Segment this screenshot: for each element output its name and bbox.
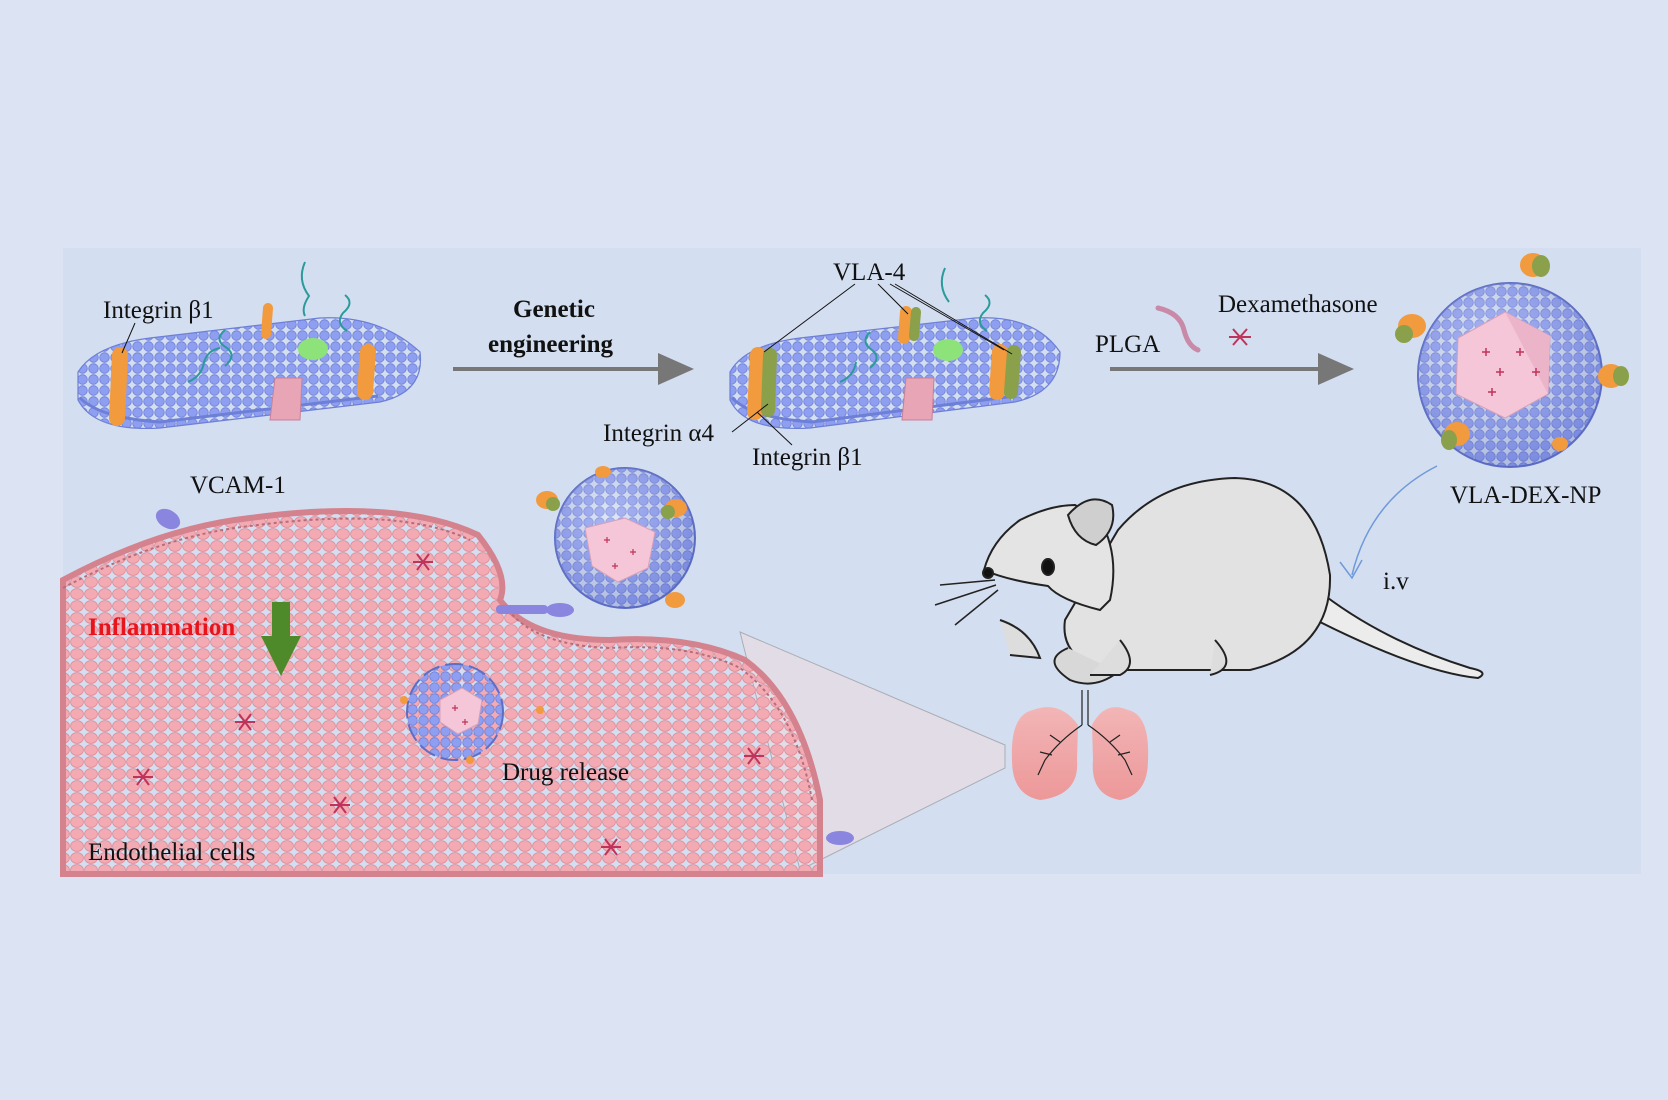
- label-integrin-beta1-mid: Integrin β1: [752, 444, 863, 471]
- label-vla4: VLA-4: [833, 259, 906, 286]
- inflammation-arrow-icon: [261, 602, 301, 676]
- leader-integrin-beta1-mid: [756, 411, 793, 446]
- membrane-patch-icon: [77, 261, 422, 430]
- arrow-iv-injection: [1351, 465, 1438, 576]
- dexamethasone-star-icon: [1229, 328, 1251, 346]
- leaders-vla4: [763, 283, 1013, 355]
- label-vcam1: VCAM-1: [190, 472, 286, 499]
- label-drug-release: Drug release: [502, 759, 629, 786]
- label-engineering: engineering: [488, 331, 613, 358]
- label-dexamethasone: Dexamethasone: [1218, 291, 1378, 318]
- vcam1-icon: [155, 508, 181, 530]
- vcam1-icon: [826, 831, 854, 845]
- label-vla-dex-np: VLA-DEX-NP: [1450, 482, 1601, 509]
- mouse-icon: [934, 476, 1484, 685]
- vcam1-icon: [546, 603, 574, 617]
- leader-integrin-beta1-top: [121, 322, 136, 354]
- label-genetic: Genetic: [513, 296, 595, 323]
- label-inflammation: Inflammation: [88, 614, 235, 641]
- label-endothelial-cells: Endothelial cells: [88, 839, 255, 866]
- nanoparticle-icon: [400, 663, 544, 764]
- label-integrin-beta1-top: Integrin β1: [103, 297, 214, 324]
- nanoparticle-icon: [536, 466, 696, 609]
- nanoparticle-icon: [1395, 253, 1629, 468]
- label-integrin-alpha4: Integrin α4: [603, 420, 714, 447]
- leader-integrin-alpha4: [731, 403, 769, 433]
- membrane-patch-icon: [729, 267, 1061, 430]
- label-iv: i.v: [1383, 568, 1409, 595]
- plga-chain-icon: [1155, 305, 1201, 353]
- dexamethasone-star-icon: [133, 553, 764, 856]
- label-plga: PLGA: [1095, 331, 1160, 358]
- lung-icon: [1011, 690, 1149, 800]
